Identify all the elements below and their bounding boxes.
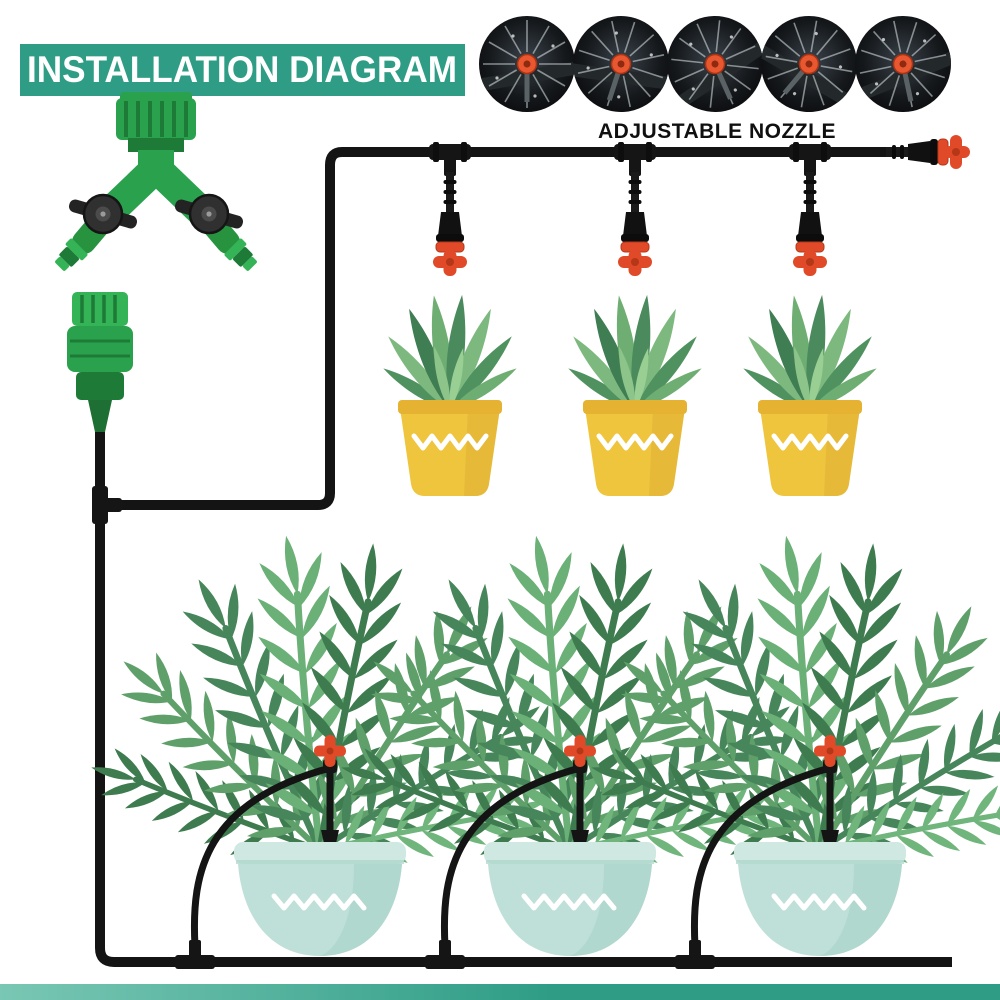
page-title: INSTALLATION DIAGRAM xyxy=(27,49,457,90)
supply-and-bottom-tube xyxy=(95,428,952,967)
yellow-pot xyxy=(583,400,687,496)
yellow-pot xyxy=(398,400,502,496)
footer-strip xyxy=(0,984,1000,1000)
quick-connector xyxy=(67,292,133,432)
title-banner-background xyxy=(20,44,465,96)
yellow-pot xyxy=(758,400,862,496)
title-banner: INSTALLATION DIAGRAM xyxy=(20,44,465,96)
main-tubing xyxy=(92,147,952,967)
splitter-outlet xyxy=(224,238,257,271)
two-way-splitter xyxy=(55,92,257,271)
nozzle-photo-strip: ADJUSTABLE NOZZLE xyxy=(467,0,976,143)
splitter-outlet xyxy=(55,238,88,271)
nozzle-photos-caption: ADJUSTABLE NOZZLE xyxy=(598,120,836,143)
top-branch-tube xyxy=(100,147,888,510)
tee-fitting xyxy=(92,486,122,524)
